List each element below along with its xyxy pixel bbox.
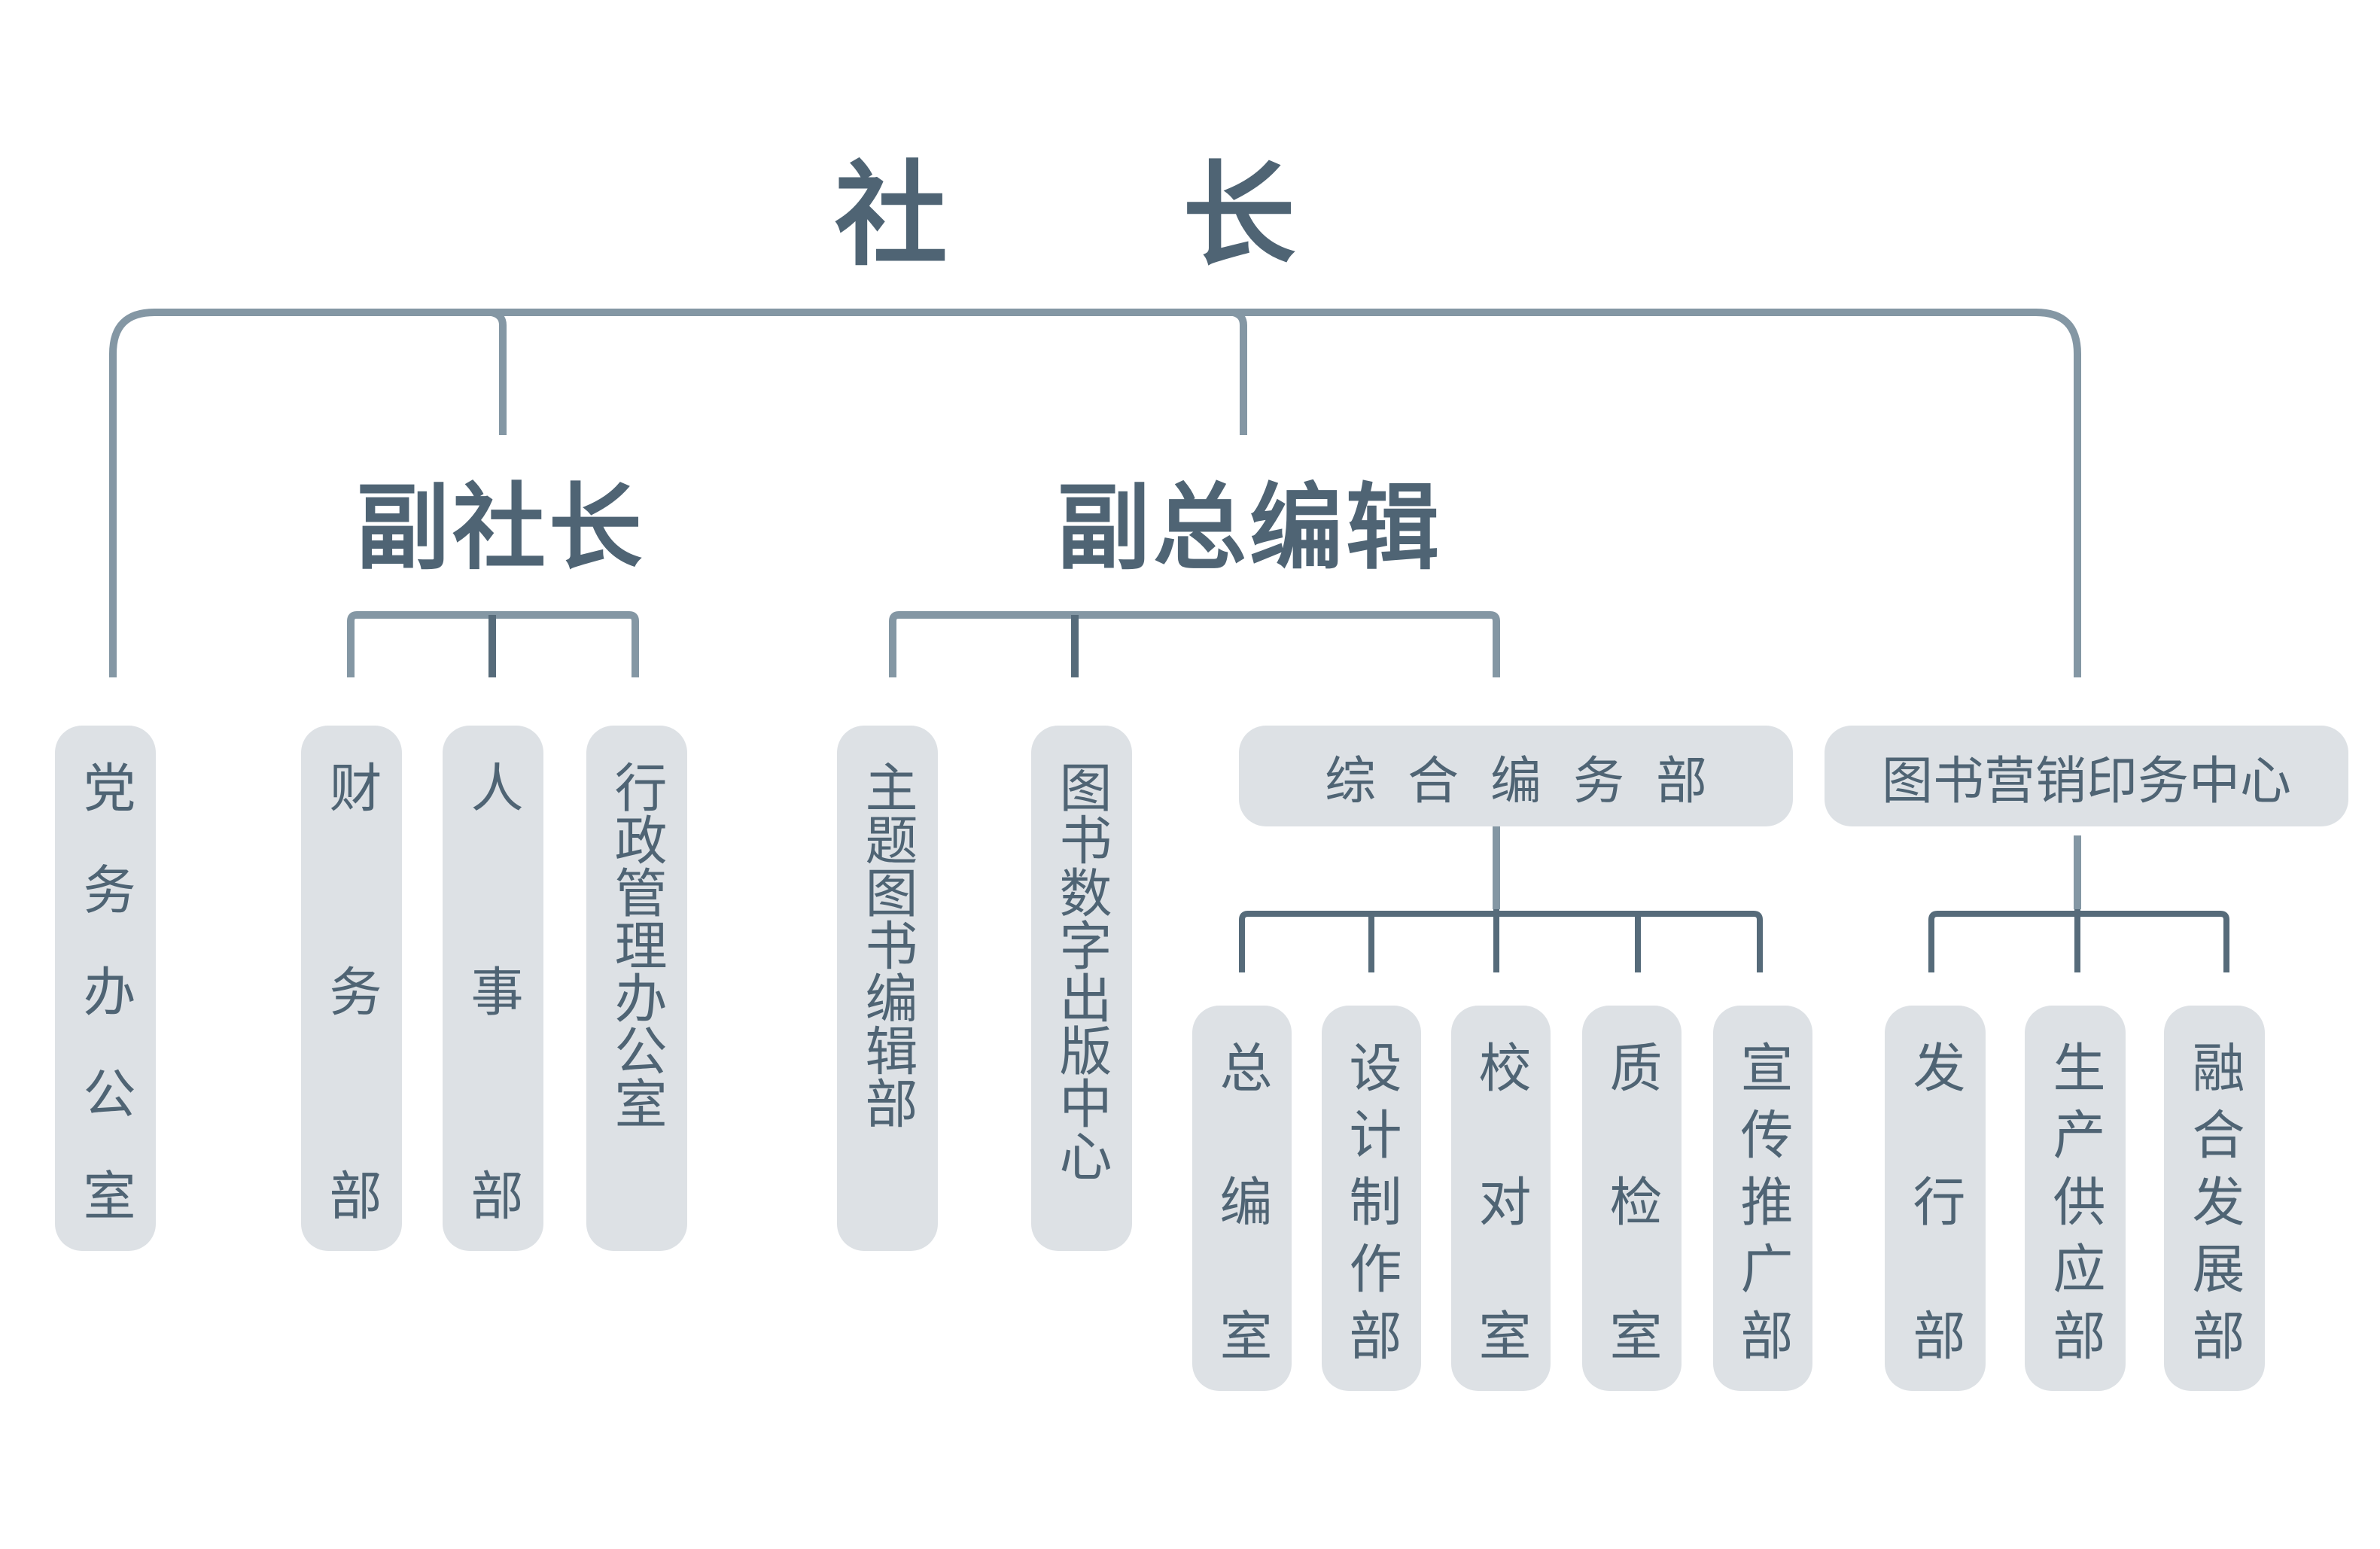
connector-root bbox=[109, 309, 2081, 677]
node-party-office: 党务办公室 bbox=[55, 726, 156, 1251]
node-label: 财务部 bbox=[321, 760, 382, 1221]
node-proofreading: 校对室 bbox=[1451, 1006, 1551, 1391]
node-general-editorial: 综合编务部 bbox=[1239, 726, 1793, 826]
node-label: 总编室 bbox=[1211, 1040, 1273, 1361]
node-label: 设计制作部 bbox=[1341, 1040, 1402, 1361]
node-label: 生产供应部 bbox=[2044, 1040, 2106, 1361]
node-label: 人事部 bbox=[462, 760, 524, 1221]
node-label: 融合发展部 bbox=[2184, 1040, 2245, 1361]
root-title: 社 长 bbox=[834, 151, 1394, 281]
deputy-editor-title: 副总编辑 bbox=[1056, 474, 1443, 583]
node-label: 党务办公室 bbox=[75, 760, 136, 1221]
connector-general bbox=[1239, 909, 1763, 972]
node-chief-editor-office: 总编室 bbox=[1192, 1006, 1292, 1391]
node-marketing-center: 图书营销印务中心 bbox=[1825, 726, 2348, 826]
connector-deputy-editor bbox=[889, 611, 1500, 677]
node-label: 校对室 bbox=[1470, 1040, 1532, 1361]
node-label: 图书数字出版中心 bbox=[1051, 760, 1112, 1182]
node-design: 设计制作部 bbox=[1322, 1006, 1421, 1391]
node-quality: 质检室 bbox=[1582, 1006, 1682, 1391]
node-digital-publishing: 图书数字出版中心 bbox=[1031, 726, 1132, 1251]
node-label: 主题图书编辑部 bbox=[857, 760, 918, 1129]
node-admin-office: 行政管理办公室 bbox=[586, 726, 687, 1251]
connector-root-vp bbox=[490, 309, 507, 435]
node-integration: 融合发展部 bbox=[2164, 1006, 2265, 1391]
node-label: 质检室 bbox=[1601, 1040, 1663, 1361]
node-label: 行政管理办公室 bbox=[606, 760, 668, 1129]
node-distribution: 发行部 bbox=[1885, 1006, 1986, 1391]
node-finance: 财务部 bbox=[301, 726, 402, 1251]
node-theme-books: 主题图书编辑部 bbox=[837, 726, 938, 1251]
node-production: 生产供应部 bbox=[2025, 1006, 2126, 1391]
connector-marketing bbox=[1928, 909, 2229, 972]
node-label: 发行部 bbox=[1904, 1040, 1966, 1361]
node-label: 宣传推广部 bbox=[1732, 1040, 1794, 1361]
vp-title: 副社长 bbox=[355, 474, 646, 583]
node-hr: 人事部 bbox=[443, 726, 543, 1251]
node-promotion: 宣传推广部 bbox=[1713, 1006, 1812, 1391]
connector-root-deputy-editor bbox=[1231, 309, 1247, 435]
